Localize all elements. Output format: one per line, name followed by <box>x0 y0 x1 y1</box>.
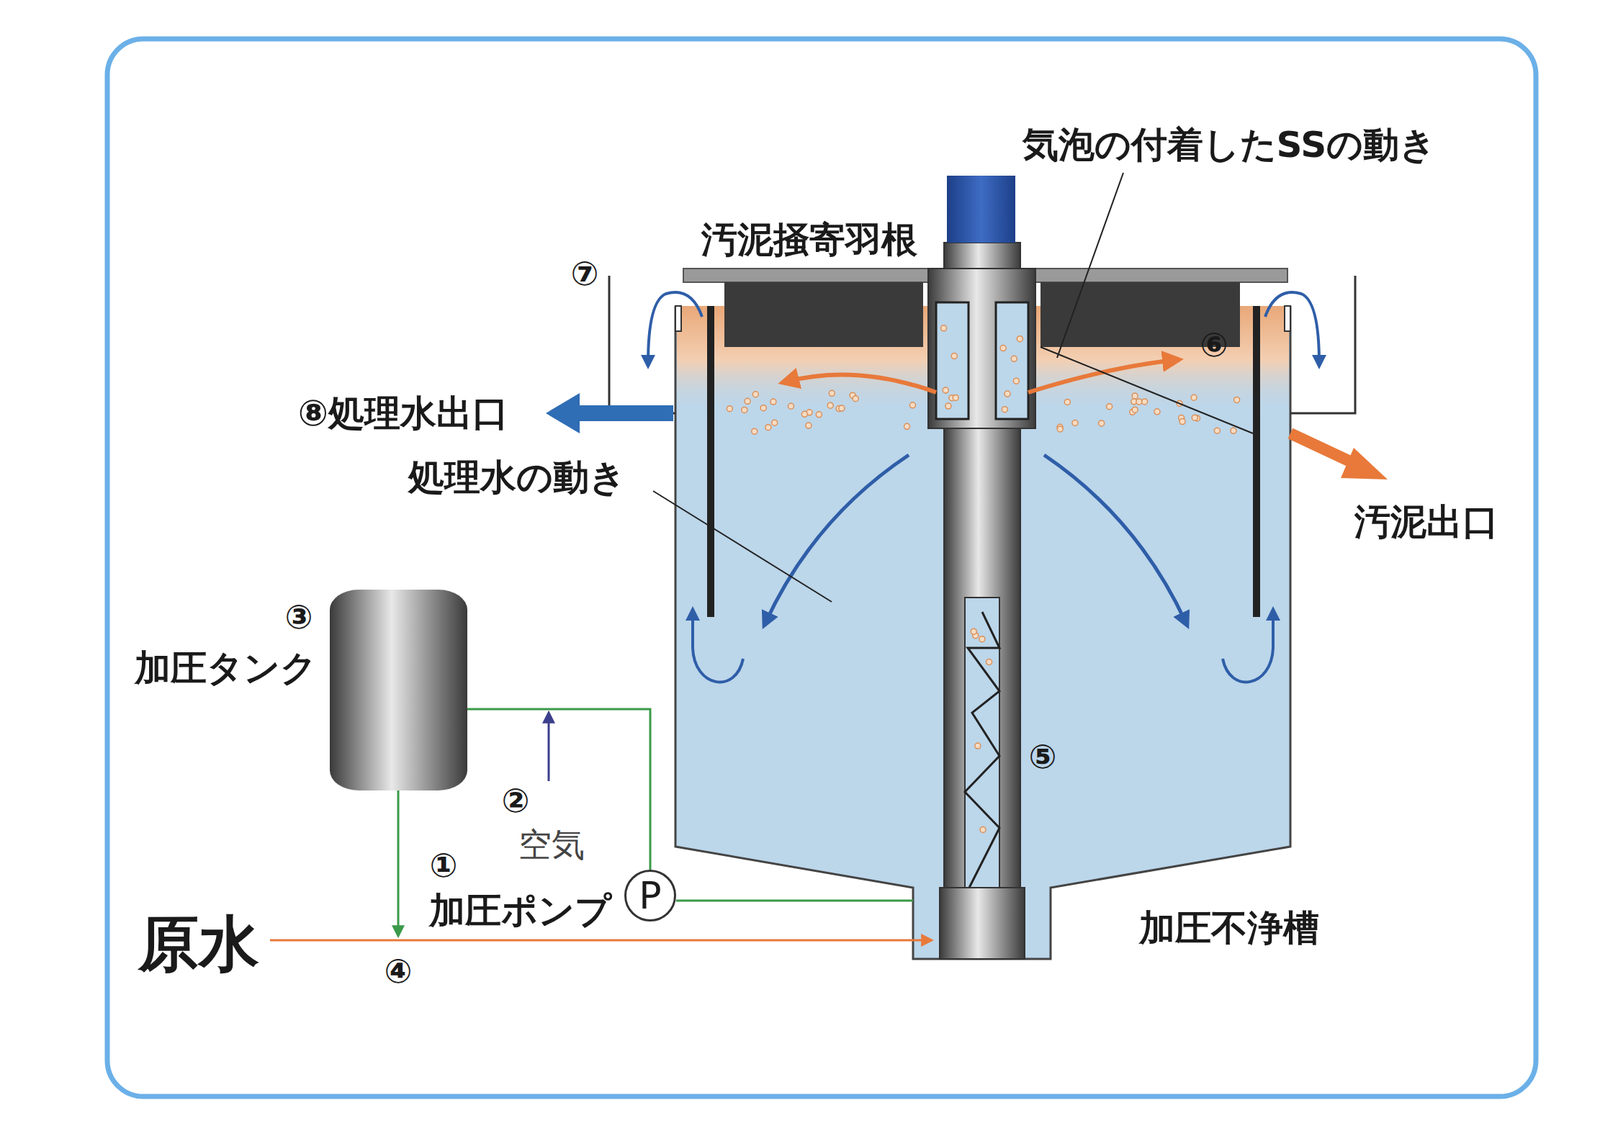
pump-circle: P <box>624 869 677 922</box>
pressure-tank: ③加圧タンク <box>329 589 468 791</box>
callout-label: 気泡の付着したSSの動き <box>1022 125 1437 165</box>
callout-number: ④ <box>384 953 413 991</box>
callout-number: ① <box>429 847 458 885</box>
callout-number: ⑤ <box>1028 738 1058 776</box>
inlet-label: 原水 <box>138 910 260 978</box>
label-text: 汚泥掻寄羽根 <box>701 220 918 260</box>
part-label: 加圧不浄槽 <box>1139 908 1320 949</box>
callout-number: ⑦ <box>571 255 600 293</box>
part-label: 空気 <box>518 826 585 864</box>
part-label: 加圧タンク <box>134 648 317 689</box>
callout-number: ② <box>501 782 530 820</box>
outlet-label: ⑧処理水出口 <box>298 393 509 434</box>
part-label: 加圧ポンプ <box>429 891 612 932</box>
callout-label: 処理水の動き <box>408 457 626 498</box>
callout-number: ⑥ <box>1200 326 1229 364</box>
pump-symbol: P <box>634 877 666 915</box>
callout-number: ③ <box>285 599 314 636</box>
outlet-label: 汚泥出口 <box>1354 502 1499 543</box>
pipe-connector <box>467 709 651 870</box>
